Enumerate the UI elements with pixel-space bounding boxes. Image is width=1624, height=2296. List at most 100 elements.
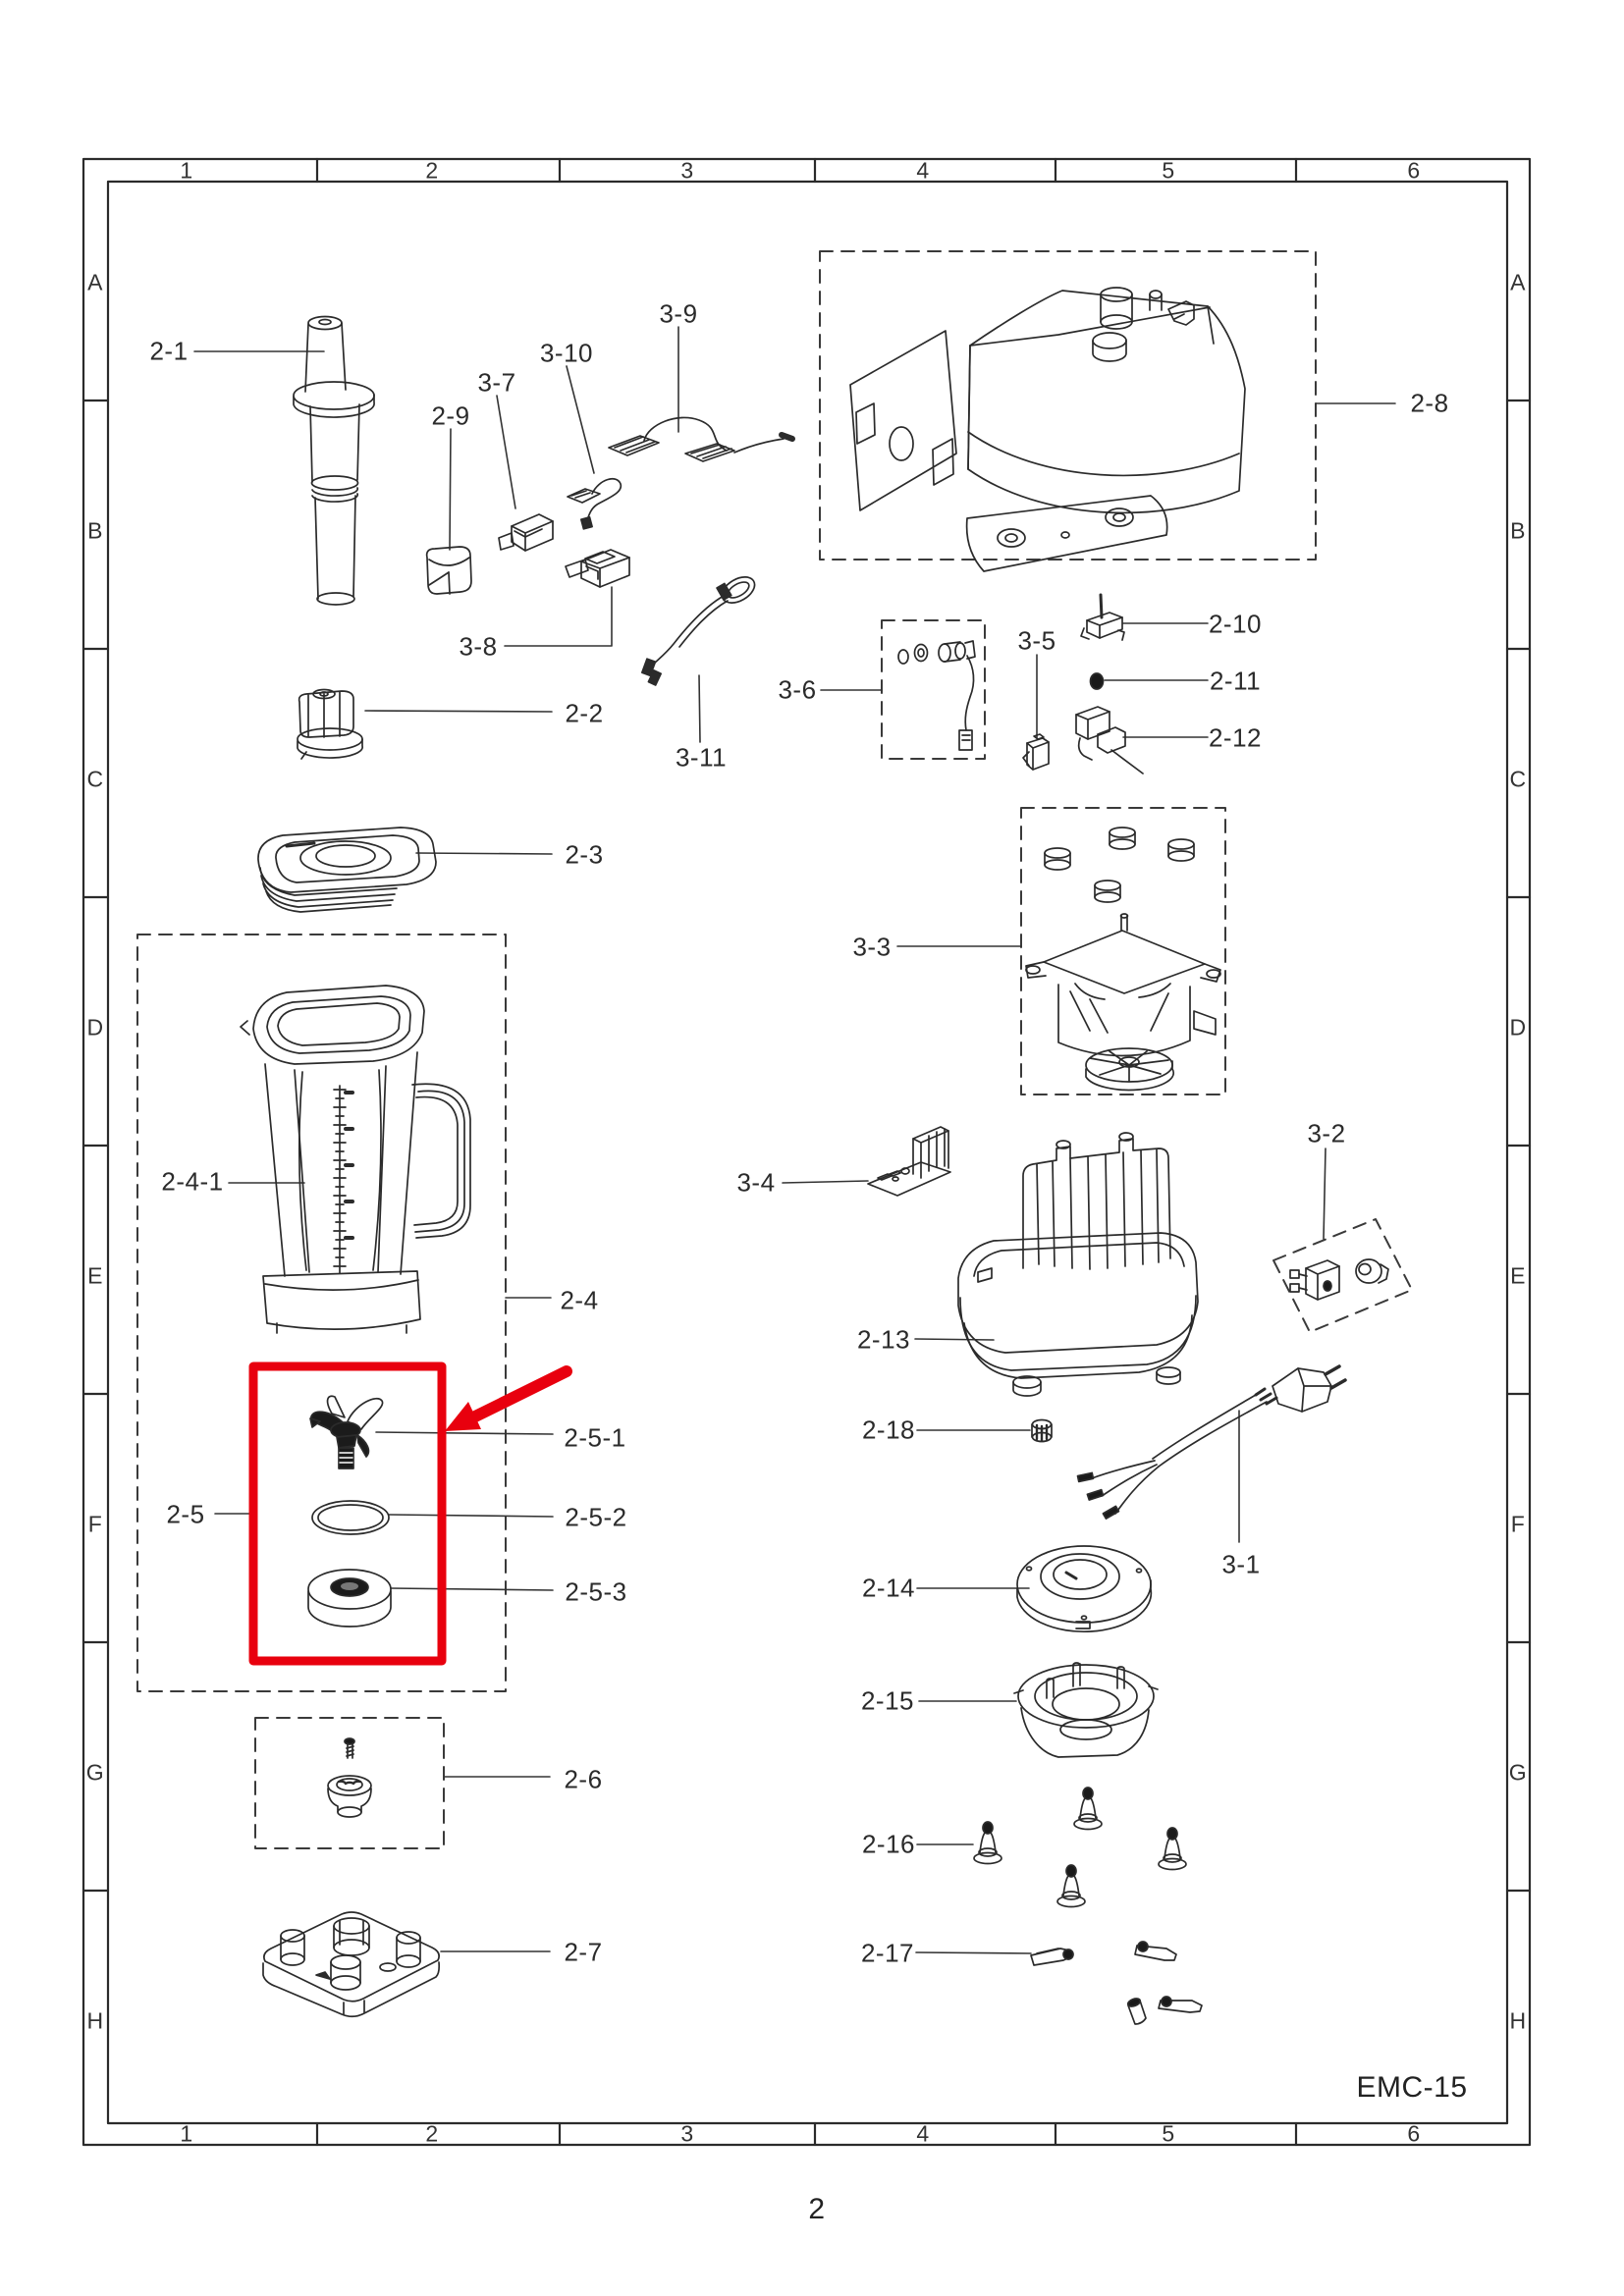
part-drawing-base-pad-2-7 (262, 1911, 441, 2018)
callout-3-10: 3-10 (539, 338, 594, 368)
part-drawing-motor-3-3 (1025, 827, 1221, 1092)
callout-2-13: 2-13 (856, 1324, 911, 1355)
part-drawing-grommet-2-11 (1089, 672, 1105, 690)
group-box-2-4 (136, 934, 507, 1692)
drawing-frame (81, 157, 1532, 2147)
grid-row-label-right-e: E (1510, 1262, 1526, 1289)
part-drawing-wire-3-10 (567, 477, 623, 530)
grid-row-label-right-h: H (1509, 2007, 1527, 2034)
grid-col-label-top-3: 3 (680, 157, 694, 184)
grid-row-label-left-a: A (87, 269, 103, 295)
callout-2-5-2: 2-5-2 (565, 1502, 627, 1532)
grid-row-label-left-c: C (86, 766, 104, 792)
part-drawing-valve-3-6 (897, 640, 976, 751)
callout-3-4: 3-4 (736, 1167, 776, 1198)
grid-row-label-right-d: D (1509, 1014, 1527, 1041)
group-box-2-8 (819, 250, 1317, 561)
part-drawing-thermal-3-2 (1289, 1258, 1389, 1301)
grid-col-label-top-1: 1 (180, 157, 193, 184)
grid-col-label-top-4: 4 (916, 157, 930, 184)
grid-row-label-left-f: F (87, 1511, 103, 1537)
part-drawing-bracket-2-10 (1080, 593, 1125, 641)
callout-2-4-1: 2-4-1 (161, 1166, 224, 1197)
part-drawing-bracket-2-12 (1075, 706, 1144, 774)
part-drawing-bearing-2-5-3 (307, 1569, 392, 1628)
part-drawing-pcb-3-4 (867, 1126, 951, 1197)
part-drawing-oring-2-5-2 (311, 1500, 390, 1535)
part-drawing-base-2-13 (957, 1132, 1199, 1397)
callout-3-2: 3-2 (1307, 1118, 1346, 1148)
callout-2-16: 2-16 (861, 1829, 916, 1859)
part-drawing-jug-2-4-1 (240, 985, 471, 1334)
part-drawing-wire-3-11 (640, 576, 756, 686)
grid-col-label-bottom-3: 3 (680, 2120, 694, 2147)
part-drawing-lid-2-3 (257, 827, 437, 913)
grid-row-label-left-b: B (87, 517, 103, 544)
part-drawing-grommet-2-18 (1031, 1418, 1053, 1443)
grid-col-label-top-2: 2 (425, 157, 439, 184)
grid-row-label-left-h: H (86, 2007, 104, 2034)
part-drawing-harness-3-9 (608, 416, 795, 462)
grid-row-label-right-a: A (1510, 269, 1526, 295)
part-drawing-ring-plate-2-14 (1016, 1545, 1153, 1633)
page-number: 2 (808, 2193, 826, 2225)
doc-code: EMC-15 (1356, 2071, 1468, 2104)
callout-3-3: 3-3 (852, 932, 892, 962)
callout-2-3: 2-3 (565, 839, 604, 870)
leader-lines (193, 326, 1396, 1954)
callout-2-5: 2-5 (166, 1499, 205, 1529)
grid-row-label-right-f: F (1510, 1511, 1526, 1537)
grid-row-label-left-d: D (86, 1014, 104, 1041)
highlight-arrow (445, 1365, 572, 1431)
grid-row-label-left-g: G (85, 1759, 105, 1786)
part-drawing-switch-3-7 (498, 513, 554, 552)
callout-2-15: 2-15 (860, 1685, 915, 1716)
group-box-3-2 (1272, 1218, 1413, 1333)
part-drawing-housing-2-8 (849, 287, 1246, 572)
part-drawing-blade-2-5-1 (309, 1395, 384, 1469)
callout-2-11: 2-11 (1209, 666, 1262, 696)
grid-col-label-bottom-1: 1 (180, 2120, 193, 2147)
highlight-box (248, 1362, 447, 1666)
part-drawing-switch-3-8 (565, 549, 630, 588)
callout-2-7: 2-7 (564, 1937, 603, 1967)
callout-2-17: 2-17 (860, 1938, 915, 1968)
callout-3-8: 3-8 (459, 631, 498, 662)
callout-2-12: 2-12 (1208, 722, 1263, 753)
grid-col-label-top-6: 6 (1407, 157, 1421, 184)
grid-col-label-bottom-5: 5 (1162, 2120, 1175, 2147)
callout-3-1: 3-1 (1221, 1549, 1261, 1579)
grid-col-label-bottom-4: 4 (916, 2120, 930, 2147)
callout-3-6: 3-6 (778, 674, 817, 705)
part-drawing-coupling-2-2 (297, 688, 363, 760)
part-drawing-collar-2-15 (1013, 1662, 1159, 1758)
part-drawing-power-cord-3-1 (1076, 1364, 1347, 1520)
grid-row-label-right-g: G (1508, 1759, 1528, 1786)
part-drawing-feet-2-16 (973, 1787, 1187, 1908)
callout-2-14: 2-14 (861, 1573, 916, 1603)
group-box-2-6 (254, 1717, 445, 1849)
grid-col-label-top-5: 5 (1162, 157, 1175, 184)
callout-2-5-3: 2-5-3 (565, 1576, 627, 1607)
grid-col-label-bottom-6: 6 (1407, 2120, 1421, 2147)
part-drawing-drive-socket-2-6 (327, 1737, 372, 1818)
part-drawing-tamper-2-1 (293, 315, 375, 606)
callout-3-11: 3-11 (675, 742, 728, 773)
callout-3-9: 3-9 (659, 298, 698, 329)
callout-2-8: 2-8 (1410, 388, 1449, 418)
grid-row-label-left-e: E (87, 1262, 103, 1289)
part-drawing-clips-2-17 (1030, 1941, 1203, 2025)
grid-col-label-bottom-2: 2 (425, 2120, 439, 2147)
group-box-3-3 (1020, 807, 1226, 1095)
callout-2-4: 2-4 (560, 1285, 599, 1315)
grid-row-label-right-b: B (1510, 517, 1526, 544)
part-drawing-microswitch-3-5 (1022, 733, 1050, 771)
callout-3-7: 3-7 (477, 367, 516, 398)
callout-3-5: 3-5 (1017, 625, 1056, 656)
callout-2-9: 2-9 (431, 400, 470, 431)
callout-2-5-1: 2-5-1 (564, 1422, 626, 1453)
callout-2-18: 2-18 (861, 1415, 916, 1445)
callout-2-6: 2-6 (564, 1764, 603, 1794)
